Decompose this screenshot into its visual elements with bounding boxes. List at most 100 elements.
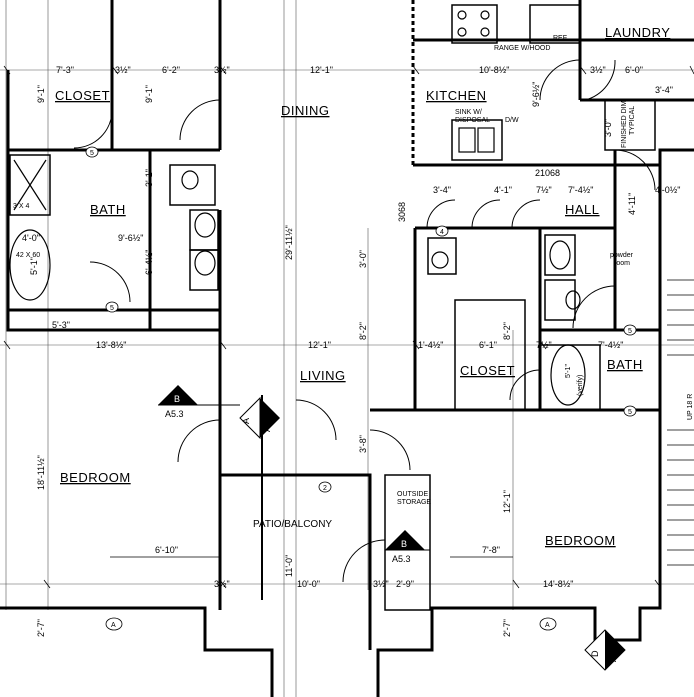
- note-shower: 3 X 4: [13, 203, 29, 210]
- dim-label: 3½": [214, 65, 230, 75]
- dim-label: 9'-1": [36, 85, 46, 103]
- room-bedroom-e: BEDROOM: [545, 533, 616, 548]
- room-outside-storage-2: STORAGE: [397, 499, 431, 506]
- dim-label: 7'-4½": [598, 340, 623, 350]
- dim-label: 3'-0": [603, 119, 613, 137]
- dim-label: 12'-1": [502, 490, 512, 513]
- section-d-sheet: A5.2: [608, 643, 618, 662]
- note-powder-2: room: [614, 260, 630, 267]
- dim-label: 12'-1": [308, 340, 331, 350]
- dim-label: 7'-3": [56, 65, 74, 75]
- section-b2-letter: B: [401, 539, 407, 549]
- dim-label: 9'-6½": [118, 233, 143, 243]
- dim-label: 1'-4½": [418, 340, 443, 350]
- dim-label: 3'-4": [655, 85, 673, 95]
- room-patio: PATIO/BALCONY: [253, 519, 332, 530]
- dim-label: 9'-6½": [531, 82, 541, 107]
- tag-2: 2: [323, 485, 327, 492]
- dim-label: 18'-11½": [36, 455, 46, 490]
- dim-label: 6'-2": [162, 65, 180, 75]
- note-sink-2: DISPOSAL: [455, 117, 490, 124]
- dim-label: 12'-1": [310, 65, 333, 75]
- dim-label: 3½": [373, 579, 389, 589]
- section-marker-d: D A5.2: [584, 629, 626, 671]
- room-dining: DINING: [281, 103, 330, 118]
- section-b1-sheet: A5.3: [165, 409, 184, 419]
- dim-label: 3'-4": [433, 185, 451, 195]
- section-b2-sheet: A5.3: [392, 554, 411, 564]
- tags: [85, 146, 637, 631]
- dim-label: 5'-3": [52, 320, 70, 330]
- section-a-letter: A: [241, 418, 251, 424]
- dim-label: 13'-8½": [96, 340, 126, 350]
- room-living: LIVING: [300, 368, 346, 383]
- dim-label: 3½": [590, 65, 606, 75]
- note-tub-w: 42 X 60: [16, 252, 40, 259]
- grid-bubble-a1: A: [111, 622, 116, 629]
- dim-label: 7'-4½": [568, 185, 593, 195]
- dim-label: 6'-4½": [144, 250, 154, 275]
- dim-label: 3'-1": [144, 169, 154, 187]
- note-tub-e: (verify): [577, 375, 584, 396]
- note-typical: TYPICAL: [629, 106, 636, 135]
- dimension-labels: 7'-3" 3½" 6'-2" 3½" 12'-1" 10'-8½" 3½" 6…: [22, 65, 680, 637]
- dim-label: 3'-0": [358, 250, 368, 268]
- partitions: [9, 4, 656, 611]
- note-ref: REF: [553, 35, 567, 42]
- note-dw: D/W: [505, 117, 519, 124]
- room-closet-nw: CLOSET: [55, 88, 110, 103]
- fixtures: [9, 10, 586, 406]
- dim-label: 4'-1": [494, 185, 512, 195]
- note-finished: FINISHED DIM.: [621, 99, 628, 148]
- dim-label: 7½": [536, 185, 552, 195]
- tag-5: 5: [110, 305, 114, 312]
- note-edge: UP 18 R: [687, 394, 694, 420]
- room-closet-mid: CLOSET: [460, 363, 515, 378]
- dim-label: 3'-8": [358, 435, 368, 453]
- tag-5: 5: [628, 328, 632, 335]
- tag-4: 4: [440, 229, 444, 236]
- dim-label: 7'-8": [482, 545, 500, 555]
- dim-label: 3½": [115, 65, 131, 75]
- section-marker-b2: B A5.3: [385, 530, 430, 564]
- dim-label: 8'-2": [502, 322, 512, 340]
- room-bedroom-w: BEDROOM: [60, 470, 131, 485]
- room-kitchen: KITCHEN: [426, 88, 487, 103]
- dim-label: 4'-11": [627, 193, 637, 215]
- dim-label: 9'-1": [144, 85, 154, 103]
- dim-label: 6'-10": [155, 545, 178, 555]
- room-labels: CLOSET BATH DINING KITCHEN LAUNDRY HALL …: [55, 25, 670, 548]
- dim-label: 4'-0½": [655, 185, 680, 195]
- dim-label: 6'-1": [479, 340, 497, 350]
- note-verify-e: 5'-1": [565, 364, 572, 378]
- dim-label: 8'-2": [358, 322, 368, 340]
- tag-5: 5: [628, 409, 632, 416]
- dim-label: 6'-0": [625, 65, 643, 75]
- section-a-sheet: A5.3: [262, 413, 272, 432]
- dim-label: 2'-7": [36, 619, 46, 637]
- dim-label: 2'-7": [502, 619, 512, 637]
- grid-bubble-a2: A: [545, 622, 550, 629]
- dim-label: 10'-0": [297, 579, 320, 589]
- room-laundry: LAUNDRY: [605, 25, 670, 40]
- room-bath-e: BATH: [607, 357, 643, 372]
- dim-label: 3½": [214, 579, 230, 589]
- dim-label: 29'-11½": [284, 225, 294, 260]
- notes: RANGE W/HOOD REF SINK W/ DISPOSAL D/W FI…: [13, 35, 694, 420]
- room-hall: HALL: [565, 202, 600, 217]
- tag-5: 5: [90, 150, 94, 157]
- dim-label: 10'-8½": [479, 65, 509, 75]
- section-b1-letter: B: [174, 394, 180, 404]
- tag-labels: A A 5 5 2 4 5 5: [90, 150, 632, 629]
- section-marker-a: A A5.3: [239, 395, 280, 600]
- dim-label: 4'-0": [22, 233, 40, 243]
- note-powder-1: powder: [610, 252, 634, 259]
- door-swings: [73, 59, 656, 583]
- note-range: RANGE W/HOOD: [494, 45, 550, 52]
- dim-label: 2'-9": [396, 579, 414, 589]
- dim-label: 14'-8½": [543, 579, 573, 589]
- room-outside-storage-1: OUTSIDE: [397, 491, 428, 498]
- dim-label: 21068: [535, 168, 560, 178]
